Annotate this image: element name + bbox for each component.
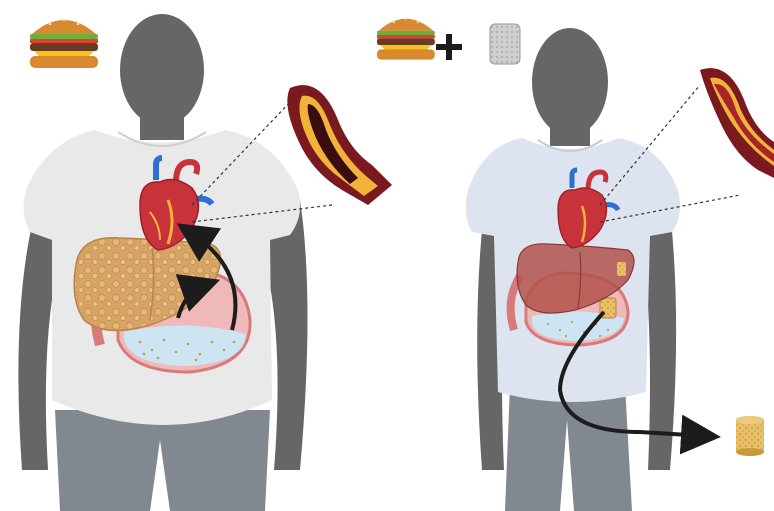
sponge-capsule-icon — [490, 24, 520, 64]
pants-2 — [505, 385, 632, 511]
right-figure — [377, 18, 774, 511]
head — [120, 14, 204, 126]
head-2 — [532, 28, 608, 136]
plus-icon — [436, 34, 462, 60]
expelled-sponge-icon — [736, 416, 764, 456]
healthy-artery — [700, 68, 774, 178]
left-figure — [18, 14, 392, 511]
burger-icon — [30, 19, 98, 68]
artery-with-plaque — [287, 85, 392, 205]
burger-icon-2 — [377, 18, 435, 60]
sponge-in-intestine — [617, 262, 626, 276]
pants — [55, 410, 270, 511]
